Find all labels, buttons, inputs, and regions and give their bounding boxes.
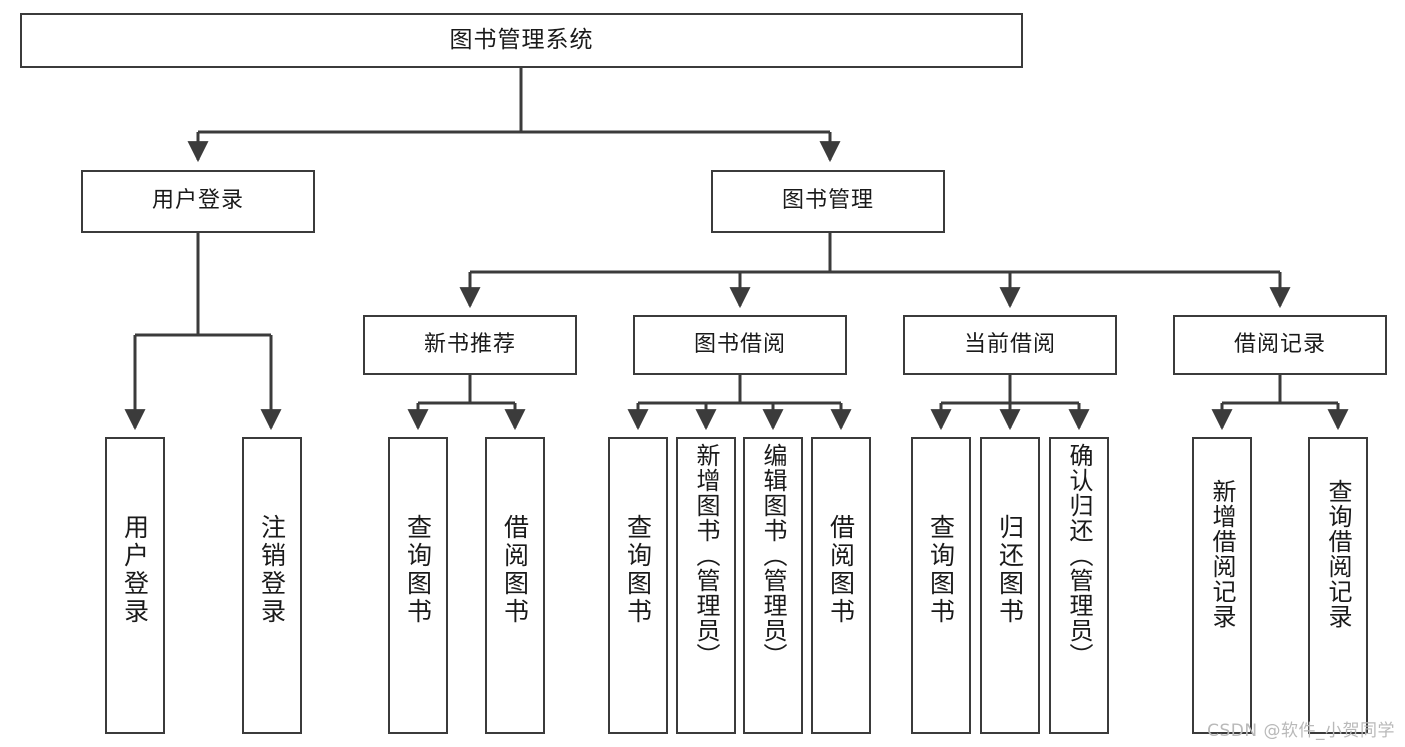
node-label: 用户登录 (120, 514, 150, 626)
node-new-book-recommend[interactable]: 新书推荐 (363, 315, 577, 375)
node-borrow-record[interactable]: 借阅记录 (1173, 315, 1387, 375)
leaf-edit-book-admin[interactable]: 编辑图书（管理员） (743, 437, 803, 734)
leaf-add-book-admin[interactable]: 新增图书（管理员） (676, 437, 736, 734)
leaf-query-book-current[interactable]: 查询图书 (911, 437, 971, 734)
node-label: 新增借阅记录 (1208, 479, 1236, 629)
leaf-query-borrow-record[interactable]: 查询借阅记录 (1308, 437, 1368, 734)
leaf-query-book-recommend[interactable]: 查询图书 (388, 437, 448, 734)
node-label: 确认归还（管理员） (1065, 443, 1093, 668)
leaf-add-borrow-record[interactable]: 新增借阅记录 (1192, 437, 1252, 734)
leaf-user-logout[interactable]: 注销登录 (242, 437, 302, 734)
node-current-borrow[interactable]: 当前借阅 (903, 315, 1117, 375)
leaf-borrow-book-recommend[interactable]: 借阅图书 (485, 437, 545, 734)
node-book-manage[interactable]: 图书管理 (711, 170, 945, 233)
node-label: 查询图书 (926, 514, 956, 626)
node-label: 图书管理系统 (449, 26, 594, 53)
node-label: 新书推荐 (423, 331, 516, 357)
node-label: 注销登录 (257, 514, 287, 626)
node-label: 当前借阅 (963, 331, 1056, 357)
leaf-user-login[interactable]: 用户登录 (105, 437, 165, 734)
node-label: 图书管理 (781, 188, 874, 214)
node-label: 借阅图书 (826, 514, 856, 626)
node-book-borrow[interactable]: 图书借阅 (633, 315, 847, 375)
node-label: 借阅记录 (1233, 331, 1326, 357)
node-label: 用户登录 (151, 188, 244, 214)
node-user-login[interactable]: 用户登录 (81, 170, 315, 233)
node-label: 查询图书 (623, 514, 653, 626)
leaf-return-book[interactable]: 归还图书 (980, 437, 1040, 734)
node-label: 查询借阅记录 (1324, 479, 1352, 629)
watermark-csdn: CSDN @软件_小贺同学 (1207, 721, 1395, 741)
leaf-confirm-return-admin[interactable]: 确认归还（管理员） (1049, 437, 1109, 734)
node-label: 归还图书 (995, 514, 1025, 626)
node-label: 借阅图书 (500, 514, 530, 626)
leaf-query-book-borrow[interactable]: 查询图书 (608, 437, 668, 734)
node-label: 编辑图书（管理员） (759, 443, 787, 668)
node-root-book-management-system[interactable]: 图书管理系统 (20, 13, 1023, 68)
node-label: 查询图书 (403, 514, 433, 626)
node-label: 图书借阅 (693, 331, 786, 357)
leaf-borrow-book-borrow[interactable]: 借阅图书 (811, 437, 871, 734)
node-label: 新增图书（管理员） (692, 443, 720, 668)
